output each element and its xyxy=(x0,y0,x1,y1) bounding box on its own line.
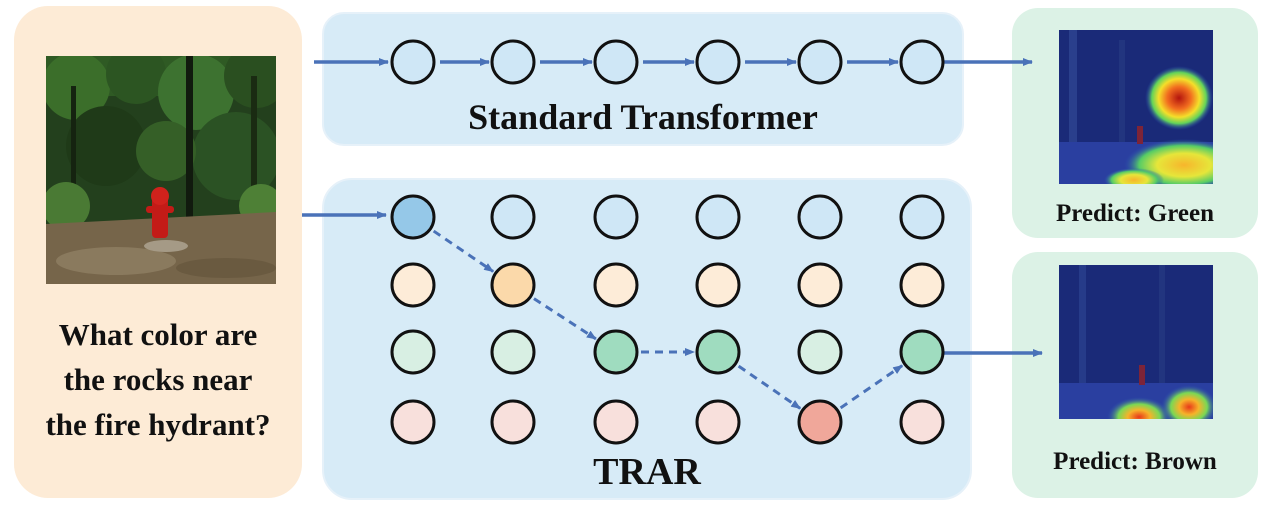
trar-node xyxy=(390,399,436,445)
trar-node xyxy=(490,399,536,445)
trar-node xyxy=(797,329,843,375)
trar-node xyxy=(797,262,843,308)
trar-node xyxy=(593,262,639,308)
trar-node xyxy=(797,194,843,240)
standard-transformer-title: Standard Transformer xyxy=(468,97,818,137)
trar-node xyxy=(899,262,945,308)
trar-node xyxy=(490,329,536,375)
trar-node xyxy=(695,262,741,308)
forest-photo xyxy=(46,56,276,284)
trar-route-arrow xyxy=(533,297,597,341)
trar-node xyxy=(899,194,945,240)
trar-node xyxy=(593,194,639,240)
trar-node xyxy=(490,194,536,240)
question-line: the rocks near xyxy=(63,362,253,397)
trar-route-arrow xyxy=(839,364,904,410)
standard-node xyxy=(899,39,945,85)
trar-node-selected xyxy=(797,399,843,445)
standard-node xyxy=(490,39,536,85)
trar-node xyxy=(695,399,741,445)
trar-node xyxy=(593,399,639,445)
trar-node xyxy=(899,399,945,445)
trar-route-arrow xyxy=(432,229,494,273)
standard-node xyxy=(390,39,436,85)
standard-transformer-panel xyxy=(322,12,964,146)
trar-node-selected xyxy=(695,329,741,375)
trar-node-selected xyxy=(390,194,436,240)
question-line: the fire hydrant? xyxy=(45,407,271,442)
trar-node-selected xyxy=(593,329,639,375)
question-line: What color are xyxy=(58,317,258,352)
attention-heatmap-bottom xyxy=(1059,265,1213,419)
standard-node xyxy=(797,39,843,85)
attention-heatmap-top xyxy=(1059,30,1213,184)
trar-node-selected xyxy=(490,262,536,308)
trar-node xyxy=(390,329,436,375)
prediction-label-bottom: Predict: Brown xyxy=(1053,448,1217,475)
standard-node xyxy=(695,39,741,85)
trar-title: TRAR xyxy=(593,451,701,493)
standard-node xyxy=(593,39,639,85)
trar-node-selected xyxy=(899,329,945,375)
question-text: What color are the rocks near the fire h… xyxy=(14,312,302,447)
prediction-label-top: Predict: Green xyxy=(1055,200,1215,227)
trar-node xyxy=(695,194,741,240)
trar-node xyxy=(390,262,436,308)
trar-route-arrow xyxy=(737,364,802,410)
